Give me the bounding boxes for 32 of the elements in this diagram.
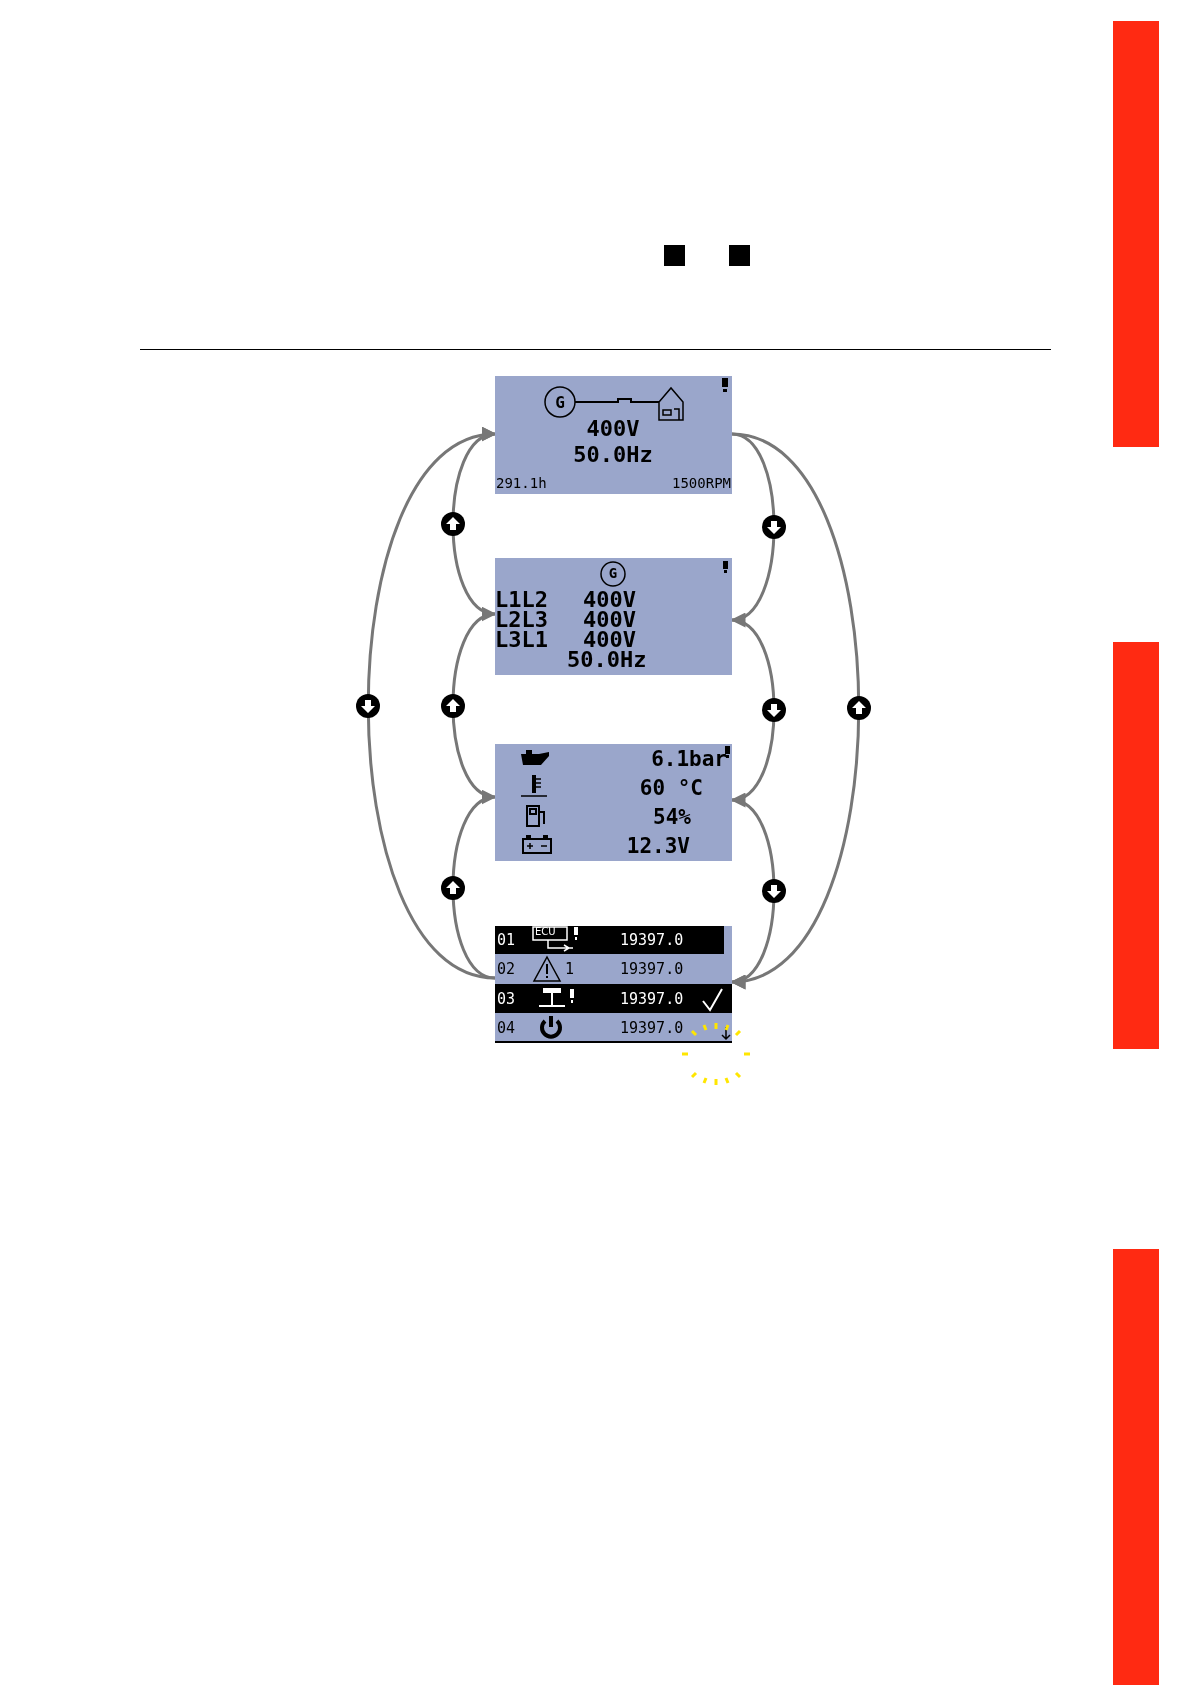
reading-text: 50.0Hz xyxy=(573,444,653,466)
reading-text: 1500RPM xyxy=(672,476,731,490)
reading-text: G xyxy=(608,566,618,580)
value-text: 03 xyxy=(497,992,516,1007)
value-text: 02 xyxy=(497,962,516,977)
reading-text: 50.0Hz xyxy=(567,649,647,671)
value-text: 1 xyxy=(565,962,575,977)
lcd-screen xyxy=(495,744,732,861)
lcd-screen xyxy=(495,558,732,675)
reading-text: L2L3 xyxy=(495,609,548,631)
reading-text: G xyxy=(555,395,565,411)
value-text: 19397.0 xyxy=(620,933,684,948)
reading-text: 400V xyxy=(583,589,636,611)
reading-text: 400V xyxy=(583,629,636,651)
value-text: 19397.0 xyxy=(620,1021,684,1036)
reading-text: 400V xyxy=(586,418,640,440)
reading-text: 400V xyxy=(583,609,636,631)
arrow xyxy=(451,610,497,799)
reading-text: 60 °C xyxy=(639,778,703,799)
value-text: 04 xyxy=(497,1021,516,1036)
reading-text: 6.1bar xyxy=(651,749,727,770)
arrow xyxy=(366,430,497,980)
value-text: 19397.0 xyxy=(620,962,684,977)
reading-text: 12.3V xyxy=(626,836,690,857)
value-text: ECU xyxy=(535,927,556,937)
value-text: 19397.0 xyxy=(620,992,684,1007)
reading-text: L3L1 xyxy=(495,629,548,651)
reading-text: 54% xyxy=(653,807,691,828)
lcd-screen xyxy=(495,376,732,494)
reading-text: 291.1h xyxy=(496,476,547,490)
reading-text: L1L2 xyxy=(495,589,548,611)
value-text: 01 xyxy=(497,933,516,948)
